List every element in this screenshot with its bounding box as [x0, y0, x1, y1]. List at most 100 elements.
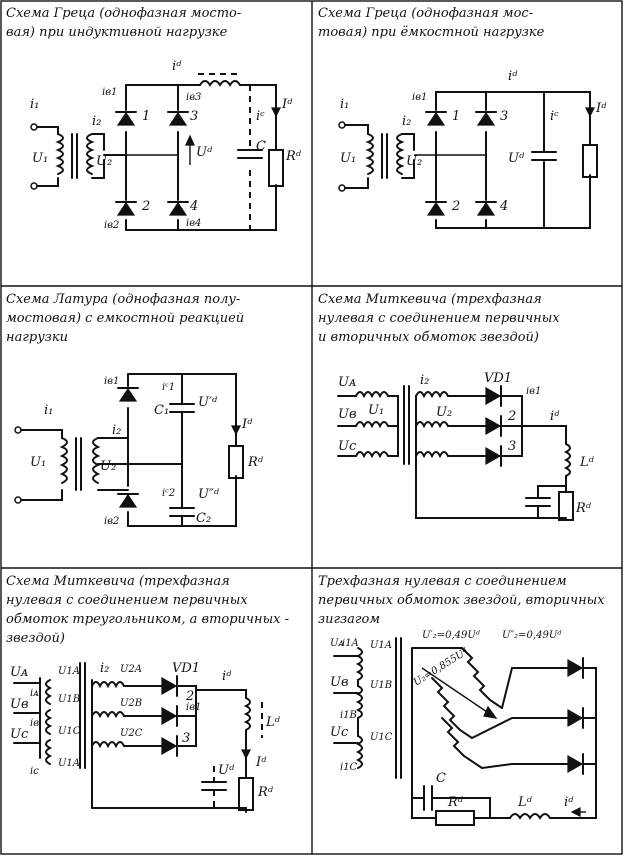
diode-c: [567, 753, 584, 775]
label: i1C: [340, 762, 358, 773]
label: Uc: [338, 439, 357, 454]
label: iв3: [186, 92, 201, 103]
label: i₂: [112, 423, 121, 438]
label: iв4: [186, 218, 201, 229]
label: C: [256, 139, 266, 154]
label: U1A: [58, 758, 80, 769]
resistor: [582, 144, 598, 178]
label: 2: [451, 199, 460, 214]
label: i₂: [100, 661, 109, 676]
caption-line: Трехфазная нулевая с соединением: [318, 574, 567, 589]
circuit-mitkevich-delta: Uᴀ Uв Uc iᴀ iв ic U1A U1B U1C U1A U2A U2…: [10, 661, 281, 813]
label: Rᵈ: [575, 501, 592, 516]
caption: Схема Греца (однофазная мос- товая) при …: [318, 4, 616, 42]
label: U1C: [58, 726, 81, 737]
caption-line: первичных обмоток звездой, вторичных: [318, 593, 605, 608]
caption: Схема Греца (однофазная мосто- вая) при …: [6, 4, 306, 42]
circuit-graetz-inductive: i₁ i₂ U₁ U₂ iᵈ Iᵈ Uᵈ iв1 iв2 iв3 iв4 iᶜ …: [30, 59, 302, 231]
caption-line: Схема Латура (однофазная полу-: [6, 292, 241, 307]
label: U2B: [120, 698, 142, 709]
diode-3: [475, 111, 497, 126]
label: U2A: [120, 664, 142, 675]
label: iᴀ: [30, 688, 39, 699]
label: U₂=0,855Uᵈ: [412, 646, 470, 688]
label: U₁: [368, 403, 384, 418]
label: iв1: [412, 92, 427, 103]
secondary-winding: [86, 133, 95, 175]
label: Uᴀ: [338, 375, 356, 390]
label: ic: [30, 766, 39, 777]
caption-line: нагрузки: [6, 330, 68, 345]
label: U₁: [30, 455, 46, 470]
label: Uв: [338, 407, 357, 422]
label: i₂: [92, 114, 101, 129]
diode-bottom: [117, 493, 139, 508]
label: iᵈ: [172, 59, 182, 74]
caption-line: Схема Миткевича (трехфазная: [318, 292, 542, 307]
circuit-mitkevich-star: Uᴀ Uв Uc U₁ U₂ i₂ VD1 iв1 2 3 iᵈ Lᵈ Rᵈ: [337, 371, 595, 521]
diode-2: [425, 201, 447, 216]
label: 3: [508, 439, 516, 454]
label: iв2: [104, 516, 119, 527]
label: iв1: [102, 87, 117, 98]
diode-4: [475, 201, 497, 216]
label: iв1: [526, 386, 541, 397]
label: U″₂=0,49Uᵈ: [502, 630, 561, 641]
caption-line: мостовая) с емкостной реакцией: [6, 311, 245, 326]
resistor: [228, 445, 244, 479]
label: iᵈ: [508, 69, 518, 84]
label: iᵈ: [550, 409, 560, 424]
label: Uв: [330, 675, 349, 690]
label: Rᵈ: [247, 455, 264, 470]
label: Iᵈ: [255, 755, 267, 770]
label: Iᵈ: [595, 101, 607, 116]
caption-line: зигзагом: [318, 612, 381, 627]
label: i₁: [44, 403, 53, 418]
resistor: [558, 491, 574, 521]
label: Rᵈ: [257, 785, 274, 800]
label: U₂: [96, 154, 112, 169]
label: 3: [190, 109, 198, 124]
caption-line: нулевая с соединением первичных: [318, 311, 560, 326]
caption-line: обмоток треугольником, а вторичных -: [6, 612, 290, 627]
label: iᵈ: [222, 669, 232, 684]
label: U′₂=0,49Uᵈ: [422, 630, 480, 641]
circuit-latour: i₁ i₂ U₁ U₂ iв1 iв2 iᶜ1 iᶜ2 C₁ C₂ U′ᵈ U″…: [14, 373, 264, 527]
diode-a: [567, 657, 584, 679]
label: 4: [499, 199, 508, 214]
caption-line: и вторичных обмоток звездой): [318, 330, 539, 345]
label: Lᵈ: [579, 455, 595, 470]
diode-vd1: [485, 385, 502, 407]
label: U1B: [370, 680, 392, 691]
label: Uв: [10, 697, 29, 712]
label: i₂: [402, 114, 411, 129]
label: Rᵈ: [285, 149, 302, 164]
cell-mitkevich-star: Схема Миткевича (трехфазная нулевая с со…: [312, 286, 622, 568]
label: i₁: [340, 97, 349, 112]
resistor: [238, 777, 254, 811]
caption-line: Схема Греца (однофазная мосто-: [6, 6, 242, 21]
label: C: [436, 771, 446, 786]
diode-2: [115, 201, 137, 216]
diode-vd1: [161, 675, 178, 697]
diode-3: [485, 445, 502, 467]
label: Uᴀ: [10, 665, 28, 680]
label: Uᴀ: [330, 638, 344, 649]
primary-winding: [55, 133, 64, 175]
label: i₂: [420, 373, 429, 388]
caption-line: звездой): [6, 631, 65, 646]
label: Lᵈ: [517, 795, 533, 810]
caption: Схема Латура (однофазная полу- мостовая)…: [6, 290, 306, 347]
label: U′ᵈ: [198, 395, 218, 410]
label: 2: [141, 199, 150, 214]
diode-b: [567, 707, 584, 729]
caption-line: нулевая с соединением первичных: [6, 593, 248, 608]
label: iв1: [186, 702, 201, 713]
label: i1B: [340, 710, 357, 721]
diode-3: [161, 735, 178, 757]
label: U₂: [100, 459, 116, 474]
label: i1A: [342, 638, 359, 649]
label: Uᵈ: [508, 151, 525, 166]
label: Lᵈ: [265, 715, 281, 730]
